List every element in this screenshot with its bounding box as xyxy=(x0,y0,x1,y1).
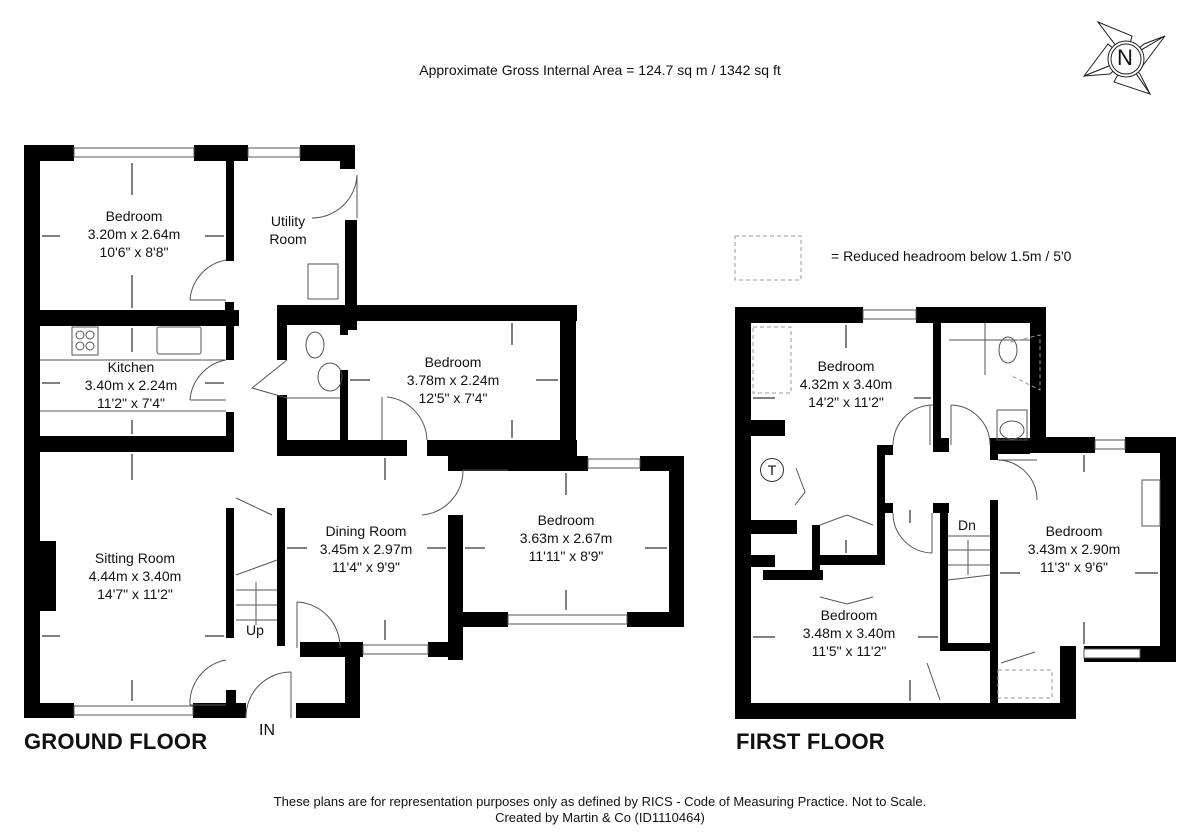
room-label-bedroom-1: Bedroom 3.20m x 2.64m 10'6" x 8'8" xyxy=(88,207,181,261)
first-floor-title: FIRST FLOOR xyxy=(736,729,885,754)
room-metric: 3.78m x 2.24m xyxy=(406,372,500,388)
room-label-kitchen: Kitchen 3.40m x 2.24m 11'2" x 7'4" xyxy=(85,358,178,412)
footer-credit: Created by Martin & Co (ID1110464) xyxy=(495,810,705,825)
room-name: Bedroom xyxy=(817,358,875,374)
room-imperial: 11'5" x 11'2" xyxy=(811,643,887,659)
water-tank-icon: T xyxy=(760,458,784,482)
room-metric: 4.32m x 3.40m xyxy=(799,376,893,392)
room-metric: 3.63m x 2.67m xyxy=(519,530,613,546)
room-imperial: 11'11" x 8'9" xyxy=(528,548,604,564)
room-name: Bedroom xyxy=(820,607,878,623)
room-name: Dining Room xyxy=(325,523,407,539)
room-label-ff-bedroom-2: Bedroom 3.43m x 2.90m 11'3" x 9'6" xyxy=(1028,522,1121,576)
room-label-utility: Utility Room xyxy=(269,212,306,248)
room-label-ff-bedroom-3: Bedroom 3.48m x 3.40m 11'5" x 11'2" xyxy=(803,606,896,660)
room-name: Bedroom xyxy=(1045,523,1103,539)
room-label-sitting-room: Sitting Room 4.44m x 3.40m 14'7" x 11'2" xyxy=(89,549,182,603)
compass-north-icon: N xyxy=(1080,14,1172,104)
ground-floor-title: GROUND FLOOR xyxy=(24,729,208,754)
entrance-label: IN xyxy=(259,722,275,739)
room-label-ff-bedroom-1: Bedroom 4.32m x 3.40m 14'2" x 11'2" xyxy=(800,357,893,411)
room-name-line2: Room xyxy=(269,231,307,247)
room-metric: 3.45m x 2.97m xyxy=(319,541,413,557)
room-name: Utility xyxy=(270,213,306,229)
room-metric: 3.40m x 2.24m xyxy=(84,377,178,393)
legend-reduced-headroom: = Reduced headroom below 1.5m / 5'0 xyxy=(831,248,1072,264)
room-metric: 3.20m x 2.64m xyxy=(87,226,181,242)
room-metric: 3.43m x 2.90m xyxy=(1027,541,1121,557)
room-name: Kitchen xyxy=(107,359,155,375)
room-imperial: 11'2" x 7'4" xyxy=(97,395,165,411)
room-name: Bedroom xyxy=(105,208,163,224)
room-name: Bedroom xyxy=(424,354,482,370)
room-label-bedroom-3: Bedroom 3.63m x 2.67m 11'11" x 8'9" xyxy=(520,511,613,565)
room-imperial: 11'4" x 9'9" xyxy=(332,559,400,575)
gross-internal-area: Approximate Gross Internal Area = 124.7 … xyxy=(419,62,781,78)
compass-letter: N xyxy=(1117,45,1133,70)
room-imperial: 11'3" x 9'6" xyxy=(1040,559,1108,575)
room-name: Sitting Room xyxy=(94,550,176,566)
room-imperial: 14'7" x 11'2" xyxy=(97,586,173,602)
room-imperial: 10'6" x 8'8" xyxy=(99,244,169,260)
room-imperial: 12'5" x 7'4" xyxy=(418,390,488,406)
stairs-up-label: Up xyxy=(246,622,264,638)
room-label-dining-room: Dining Room 3.45m x 2.97m 11'4" x 9'9" xyxy=(320,522,413,576)
stairs-down-label: Dn xyxy=(958,517,976,533)
room-metric: 3.48m x 3.40m xyxy=(802,625,896,641)
room-imperial: 14'2" x 11'2" xyxy=(808,394,884,410)
room-metric: 4.44m x 3.40m xyxy=(88,568,182,584)
room-label-bedroom-2: Bedroom 3.78m x 2.24m 12'5" x 7'4" xyxy=(407,353,500,407)
room-name: Bedroom xyxy=(537,512,595,528)
footer-disclaimer: These plans are for representation purpo… xyxy=(273,794,927,809)
